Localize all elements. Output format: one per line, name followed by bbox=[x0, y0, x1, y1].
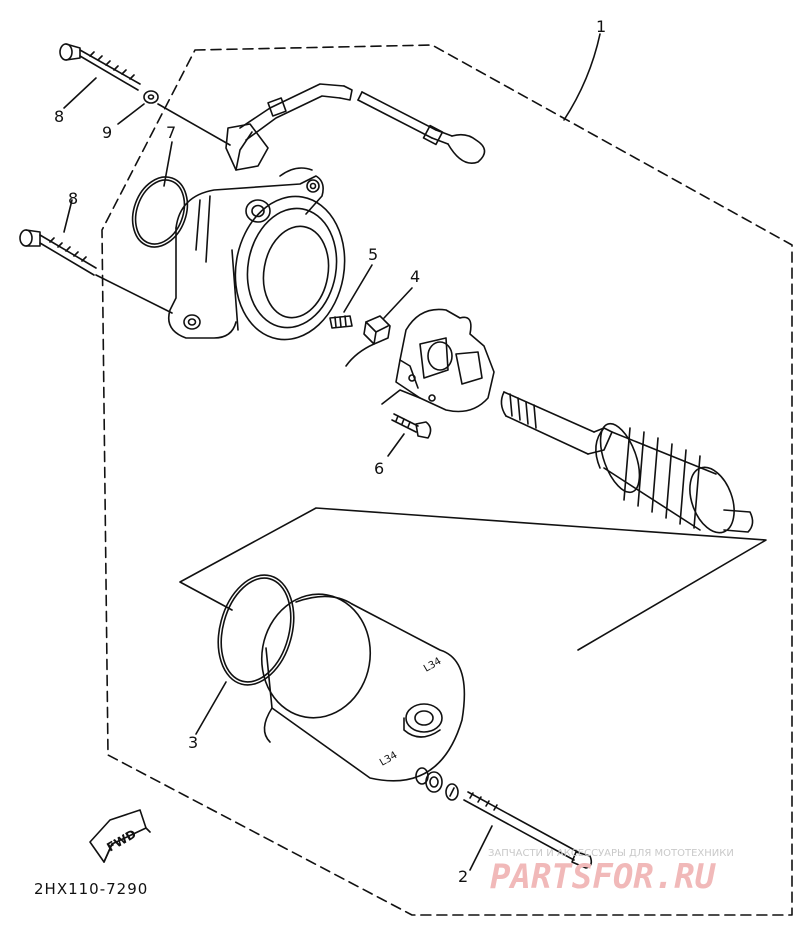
svg-text:L34: L34 bbox=[378, 750, 399, 769]
leader-6 bbox=[387, 433, 405, 457]
callout-5: 5 bbox=[368, 245, 378, 264]
leader-7 bbox=[163, 141, 173, 187]
armature-bracket bbox=[179, 507, 767, 651]
diagram-code: 2HX110-7290 bbox=[34, 880, 148, 898]
callout-7: 7 bbox=[166, 123, 176, 142]
callout-8-upper: 8 bbox=[54, 107, 64, 126]
leader-bolt-to-housing bbox=[95, 274, 173, 314]
plate-screw bbox=[391, 413, 432, 439]
brush-holder-plate bbox=[381, 308, 495, 413]
callout-6: 6 bbox=[374, 459, 384, 478]
carbon-brush bbox=[345, 315, 391, 367]
yoke: L34 L34 bbox=[260, 593, 466, 782]
through-bolt bbox=[463, 791, 593, 869]
fwd-arrow: FWD bbox=[89, 809, 151, 863]
callout-1: 1 bbox=[596, 17, 606, 36]
front-housing bbox=[167, 167, 346, 341]
o-ring-lower bbox=[217, 574, 295, 686]
leader-9 bbox=[117, 103, 145, 125]
callout-3: 3 bbox=[188, 733, 198, 752]
leader-1 bbox=[563, 33, 601, 121]
leader-8b bbox=[63, 199, 73, 233]
leader-washer-to-housing bbox=[157, 103, 231, 146]
bolt-lower bbox=[19, 229, 97, 276]
washer bbox=[143, 90, 159, 104]
brush-spring bbox=[329, 315, 353, 329]
fwd-label: FWD bbox=[104, 827, 138, 855]
callout-2: 2 bbox=[458, 867, 468, 886]
watermark-tagline: ЗАПЧАСТИ И АКСЕССУАРЫ ДЛЯ МОТОТЕХНИКИ bbox=[488, 848, 734, 859]
callout-4: 4 bbox=[410, 267, 420, 286]
assembly-outline bbox=[101, 44, 793, 916]
breather-hose bbox=[225, 83, 353, 171]
leader-3 bbox=[195, 681, 227, 735]
callout-8-lower: 8 bbox=[68, 189, 78, 208]
svg-text:L34: L34 bbox=[422, 656, 443, 675]
leader-8a bbox=[63, 77, 97, 109]
o-ring-upper bbox=[131, 176, 189, 248]
leader-4 bbox=[383, 287, 413, 319]
bolt-upper bbox=[59, 43, 141, 91]
callout-9: 9 bbox=[102, 123, 112, 142]
watermark-brand: PARTSFOR.RU bbox=[490, 857, 717, 897]
end-washers bbox=[415, 767, 459, 801]
breather-pipe bbox=[357, 91, 486, 164]
leader-5 bbox=[343, 264, 373, 313]
leader-2 bbox=[469, 825, 493, 871]
armature bbox=[500, 391, 754, 534]
